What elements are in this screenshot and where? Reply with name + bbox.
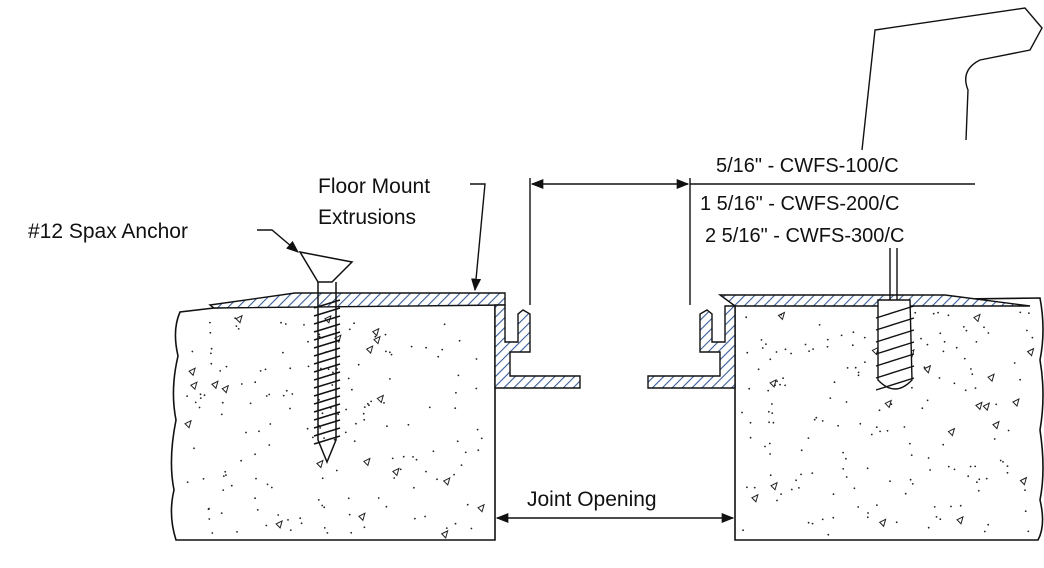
- dimension-option-1: 5/16" - CWFS-100/C: [716, 155, 899, 177]
- left-concrete-aggregate: [184, 314, 485, 539]
- dimension-option-3: 2 5/16" - CWFS-300/C: [705, 225, 904, 247]
- anchor-leader: [257, 229, 299, 253]
- floor-mount-leader: [470, 183, 486, 292]
- floor-mount-label-2: Extrusions: [318, 206, 416, 229]
- anchor-label: #12 Spax Anchor: [28, 220, 188, 243]
- right-concrete-slab: [734, 297, 1044, 541]
- spax-anchor-screw: [298, 250, 354, 464]
- left-concrete-slab: [170, 299, 496, 541]
- floor-mount-label-1: Floor Mount: [318, 175, 430, 198]
- right-floor-mount-extrusion: [647, 294, 1031, 389]
- right-screw-sleeve: [875, 248, 915, 391]
- top-dimension: [529, 178, 975, 305]
- cover-plate-outline: [861, 7, 1043, 151]
- dimension-option-2: 1 5/16" - CWFS-200/C: [700, 193, 899, 215]
- left-floor-mount-extrusion: [208, 292, 581, 389]
- joint-opening-label: Joint Opening: [527, 488, 657, 511]
